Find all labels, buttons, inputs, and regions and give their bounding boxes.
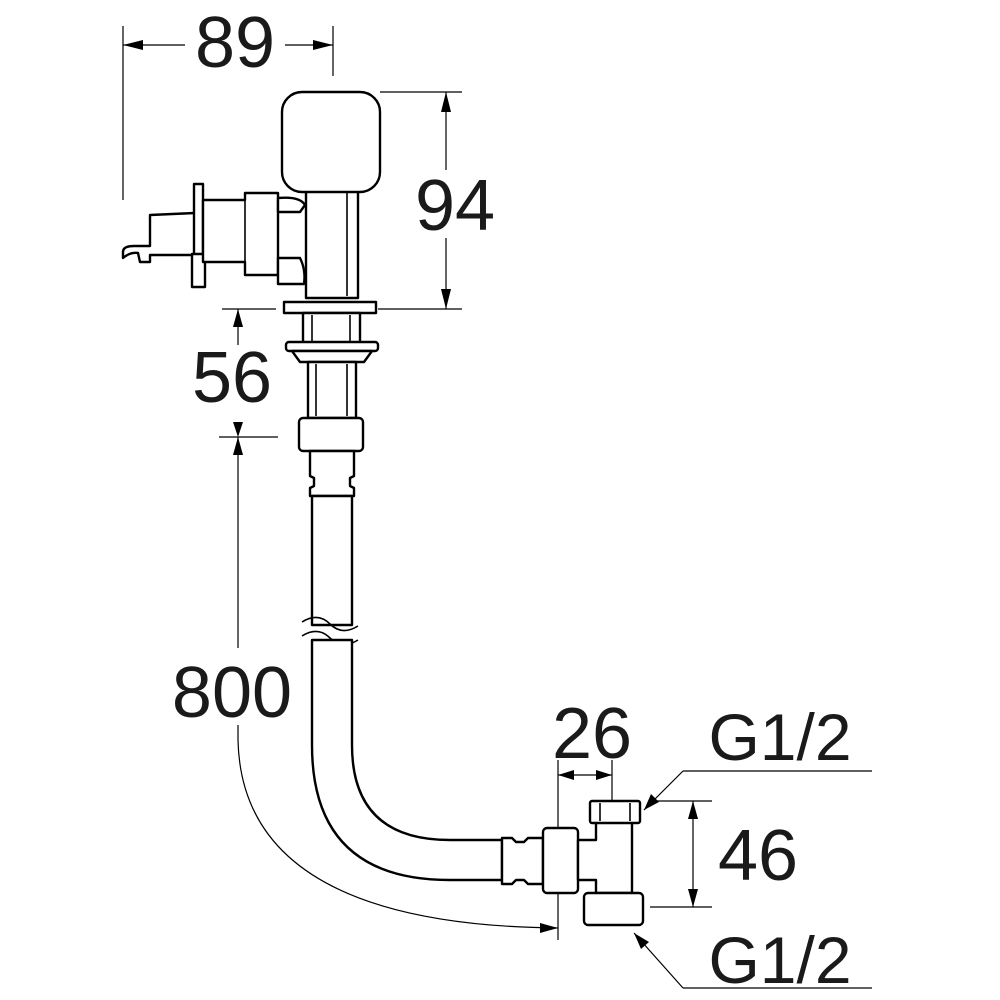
valve-cap (280, 90, 382, 194)
dimension-fitting-height: 46 (650, 800, 798, 908)
fitting-upper-socket (588, 799, 642, 825)
fitting-tee-body (576, 818, 634, 895)
pipe-end-coupling (500, 836, 545, 886)
neck-coupling (308, 449, 356, 498)
dimension-label-head-height: 94 (415, 166, 495, 246)
valve-arm-upper (276, 196, 307, 214)
neck-washer-lower (290, 349, 374, 364)
thread-label-lower: G1/2 (708, 923, 851, 997)
pipe-upper-segment (310, 494, 354, 627)
valve-arm-lower (276, 256, 306, 286)
thread-callout-upper: G1/2 (643, 700, 872, 811)
valve-stem (304, 186, 360, 300)
valve-body (121, 90, 382, 315)
dimension-fitting-width: 26 (552, 694, 632, 830)
pipe-bend-segment (310, 638, 504, 882)
thread-callout-lower: G1/2 (633, 923, 872, 997)
thread-label-upper: G1/2 (708, 700, 851, 774)
neck-nut (297, 416, 365, 453)
flexible-pipe (301, 494, 504, 882)
bottom-fitting (500, 799, 645, 927)
dimension-label-pipe-length: 800 (172, 653, 292, 733)
valve-cross-body (201, 191, 280, 277)
valve-handle-lever (192, 182, 205, 264)
dimension-width-top: 89 (122, 3, 334, 200)
valve-handle-lever-lower (190, 252, 207, 289)
dimension-label-fitting-height: 46 (718, 816, 798, 896)
fitting-nut (541, 826, 580, 895)
dimension-neck-length: 56 (192, 308, 278, 438)
valve-inlet-spout (121, 211, 197, 264)
dimension-label-fitting-width: 26 (552, 694, 632, 774)
neck-washer (284, 340, 380, 353)
valve-base-flange (282, 300, 378, 315)
dimension-label-neck-length: 56 (192, 338, 272, 418)
neck-assembly (284, 311, 380, 498)
dimension-label-width-top: 89 (195, 3, 275, 83)
dimension-head-height: 94 (378, 91, 495, 310)
dimension-pipe-length: 800 (172, 437, 559, 940)
fitting-lower-socket (582, 891, 645, 927)
